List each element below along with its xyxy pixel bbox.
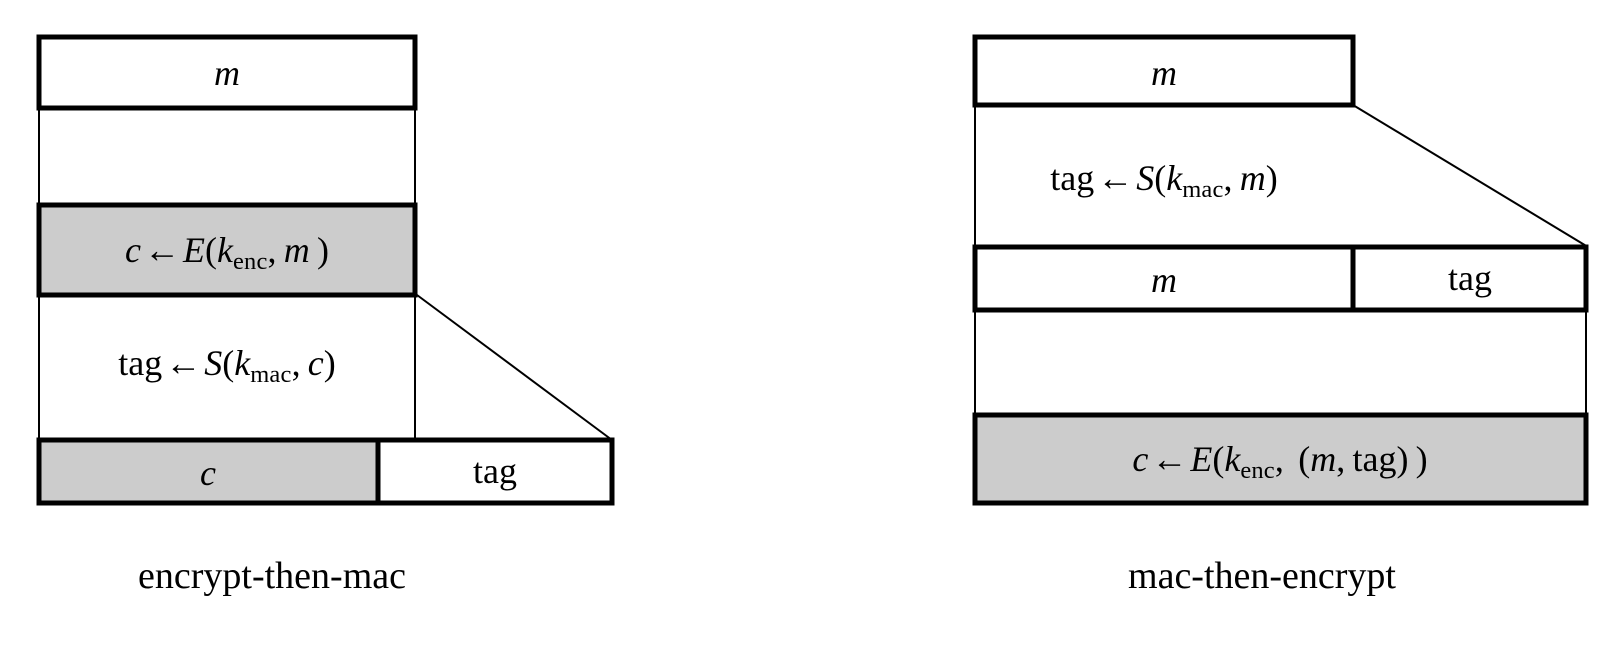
right-row-message-border [972, 34, 1356, 108]
left-row-encrypt-fill [39, 205, 415, 295]
right-funnel-line [1352, 104, 1589, 248]
left-cell-tag-fill [378, 440, 612, 503]
right-cell-mac-label: tag←S(kmac, m) [1050, 158, 1278, 203]
right-cell-m-label: m [1151, 53, 1177, 93]
right-caption: mac-then-encrypt [1128, 555, 1396, 597]
left-cell-tag-label: tag [473, 451, 517, 491]
left-cell-c-fill [39, 440, 378, 503]
left-cell-m-label: m [214, 53, 240, 93]
left-funnel-line [416, 294, 613, 441]
right-row-message-fill [975, 37, 1353, 105]
diagram-encrypt-then-mac [36, 34, 615, 506]
right-cell-encrypt-label: c←E(kenc, (m, tag) ) [1132, 439, 1428, 484]
diagram-mac-then-encrypt [972, 34, 1589, 506]
right-row-pair-border [972, 244, 1589, 313]
right-row-encrypt-fill [975, 415, 1586, 503]
left-row-message-fill [39, 37, 415, 108]
right-cell-tag-fill [1353, 247, 1586, 310]
left-cell-encrypt-label: c←E(kenc, m ) [125, 230, 329, 275]
left-cell-mac-label: tag←S(kmac, c) [118, 343, 336, 388]
left-row-encrypt-border [36, 202, 418, 298]
left-caption: encrypt-then-mac [138, 555, 406, 597]
right-cell-tag-label: tag [1448, 258, 1492, 298]
right-cell-m2-fill [975, 247, 1353, 310]
right-cell-m2-label: m [1151, 260, 1177, 300]
right-row-encrypt-border [972, 412, 1589, 506]
left-row-message-border [36, 34, 418, 111]
left-cell-c-label: c [200, 453, 216, 493]
left-row-output-border [36, 437, 615, 506]
